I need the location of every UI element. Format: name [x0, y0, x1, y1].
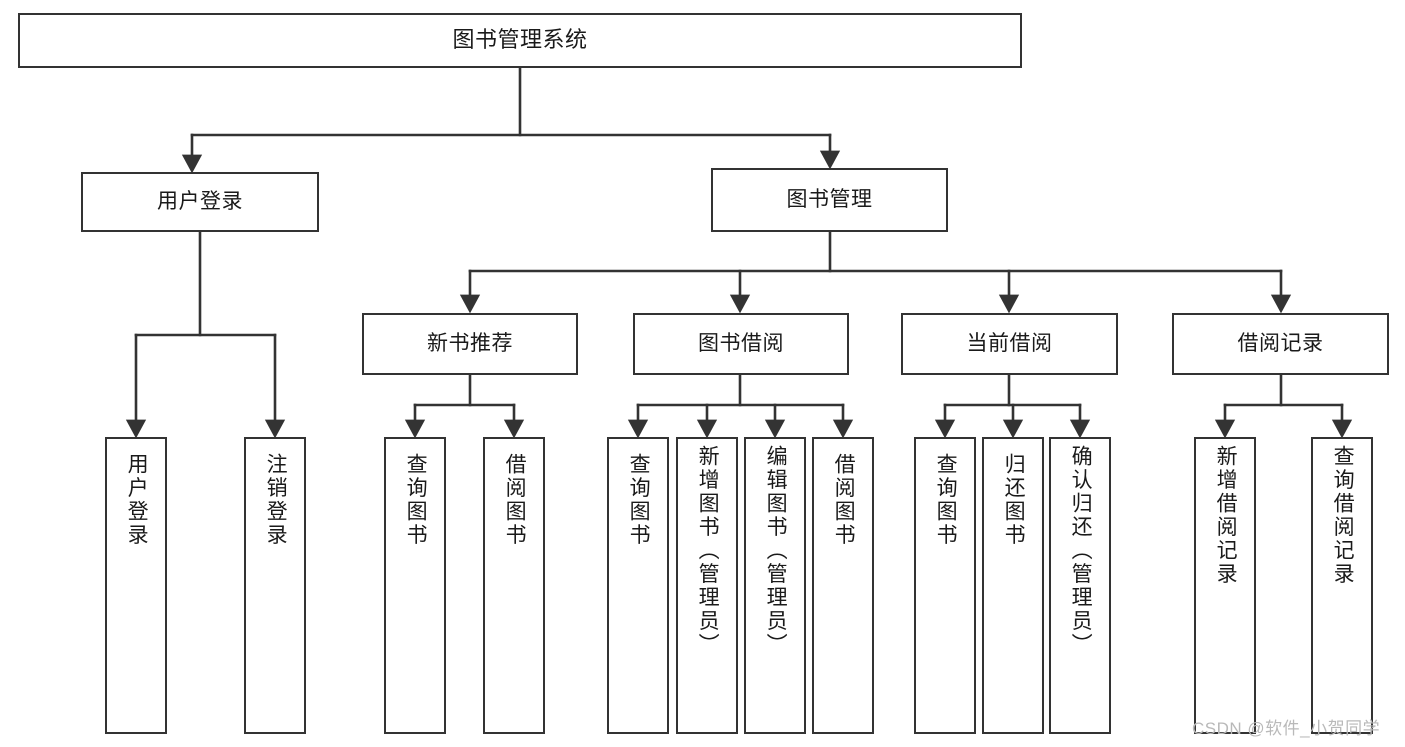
leaf-new-book-borrow[interactable]: 借阅图书: [483, 437, 545, 734]
node-label: 归还图书: [1002, 453, 1026, 547]
node-label: 图书借阅: [698, 332, 784, 356]
node-label: 新增图书（管理员）: [696, 445, 720, 657]
node-label: 图书管理: [786, 188, 873, 212]
node-label: 确认归还（管理员）: [1069, 445, 1093, 657]
node-label: 图书管理系统: [452, 27, 588, 53]
node-label: 用户登录: [157, 190, 243, 214]
node-label: 查询图书: [934, 453, 958, 547]
leaf-new-book-query[interactable]: 查询图书: [384, 437, 446, 734]
node-label: 查询借阅记录: [1331, 445, 1355, 586]
node-label: 新书推荐: [427, 332, 513, 356]
leaf-borrow-record-add[interactable]: 新增借阅记录: [1194, 437, 1256, 734]
node-label: 编辑图书（管理员）: [764, 445, 788, 657]
node-book-borrow[interactable]: 图书借阅: [633, 313, 849, 375]
node-label: 查询图书: [627, 453, 651, 547]
leaf-user-login-signout[interactable]: 注销登录: [244, 437, 306, 734]
node-user-login[interactable]: 用户登录: [81, 172, 319, 232]
leaf-book-borrow-edit[interactable]: 编辑图书（管理员）: [744, 437, 806, 734]
leaf-book-borrow-borrow[interactable]: 借阅图书: [812, 437, 874, 734]
leaf-borrow-record-query[interactable]: 查询借阅记录: [1311, 437, 1373, 734]
node-label: 借阅记录: [1237, 332, 1324, 356]
leaf-book-borrow-query[interactable]: 查询图书: [607, 437, 669, 734]
node-label: 用户登录: [125, 453, 149, 547]
leaf-current-borrow-query[interactable]: 查询图书: [914, 437, 976, 734]
node-label: 当前借阅: [966, 332, 1053, 356]
node-new-book-recommend[interactable]: 新书推荐: [362, 313, 578, 375]
node-label: 查询图书: [404, 453, 428, 547]
node-label: 新增借阅记录: [1214, 445, 1238, 586]
node-root-system[interactable]: 图书管理系统: [18, 13, 1022, 68]
csdn-watermark: CSDN @软件_小贺同学: [1192, 719, 1381, 738]
node-book-management[interactable]: 图书管理: [711, 168, 948, 232]
node-label: 注销登录: [264, 453, 288, 547]
node-borrow-record[interactable]: 借阅记录: [1172, 313, 1389, 375]
leaf-user-login-signin[interactable]: 用户登录: [105, 437, 167, 734]
leaf-current-borrow-return[interactable]: 归还图书: [982, 437, 1044, 734]
node-label: 借阅图书: [503, 453, 527, 547]
node-current-borrow[interactable]: 当前借阅: [901, 313, 1118, 375]
leaf-book-borrow-add[interactable]: 新增图书（管理员）: [676, 437, 738, 734]
node-label: 借阅图书: [832, 453, 856, 547]
leaf-current-borrow-confirm-return[interactable]: 确认归还（管理员）: [1049, 437, 1111, 734]
